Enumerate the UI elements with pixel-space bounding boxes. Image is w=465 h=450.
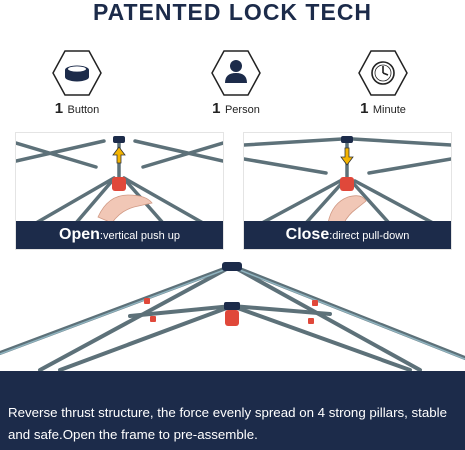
hub-cap (113, 136, 125, 143)
feature-text: Person (224, 104, 260, 116)
arrow-down-icon (340, 147, 354, 166)
open-description: :vertical push up (99, 230, 180, 242)
description-band: Reverse thrust structure, the force even… (0, 371, 465, 450)
center-hub (224, 302, 240, 310)
arrow-up-icon (112, 146, 126, 164)
feature-number: 1 (212, 100, 221, 117)
feature-one-person: 1 Person (186, 49, 286, 124)
feature-label: 1 Person (186, 101, 286, 118)
close-panel: Close:direct pull-down (243, 132, 452, 250)
open-panel: Open:vertical push up (15, 132, 224, 250)
open-frame-illustration (16, 136, 223, 223)
button-icon (52, 50, 102, 96)
clock-icon (358, 50, 408, 96)
person-icon (211, 50, 261, 96)
close-frame-illustration (244, 136, 451, 223)
red-lock-button (112, 177, 126, 191)
feature-number: 1 (360, 100, 369, 117)
close-caption: Close:direct pull-down (244, 221, 451, 249)
canopy-frame-illustration (0, 262, 465, 372)
page-title: PATENTED LOCK TECH (92, 0, 373, 25)
feature-text: Minute (372, 104, 406, 116)
close-description: :direct pull-down (329, 230, 410, 242)
top-hub (222, 262, 242, 271)
hand-icon (97, 194, 153, 223)
feature-number: 1 (54, 100, 64, 117)
description-text: Reverse thrust structure, the force even… (8, 405, 448, 442)
feature-label: 1 Button (27, 101, 127, 118)
feature-one-button: 1 Button (27, 49, 127, 124)
close-keyword: Close (285, 226, 330, 243)
feature-one-minute: 1 Minute (333, 49, 433, 124)
red-lock-button (340, 177, 354, 191)
feature-text: Button (67, 104, 100, 116)
hand-icon (327, 195, 367, 223)
hub-cap (341, 136, 353, 143)
red-lock-button (225, 310, 239, 326)
feature-label: 1 Minute (333, 101, 433, 118)
open-caption: Open:vertical push up (16, 221, 223, 249)
open-keyword: Open (59, 226, 100, 243)
